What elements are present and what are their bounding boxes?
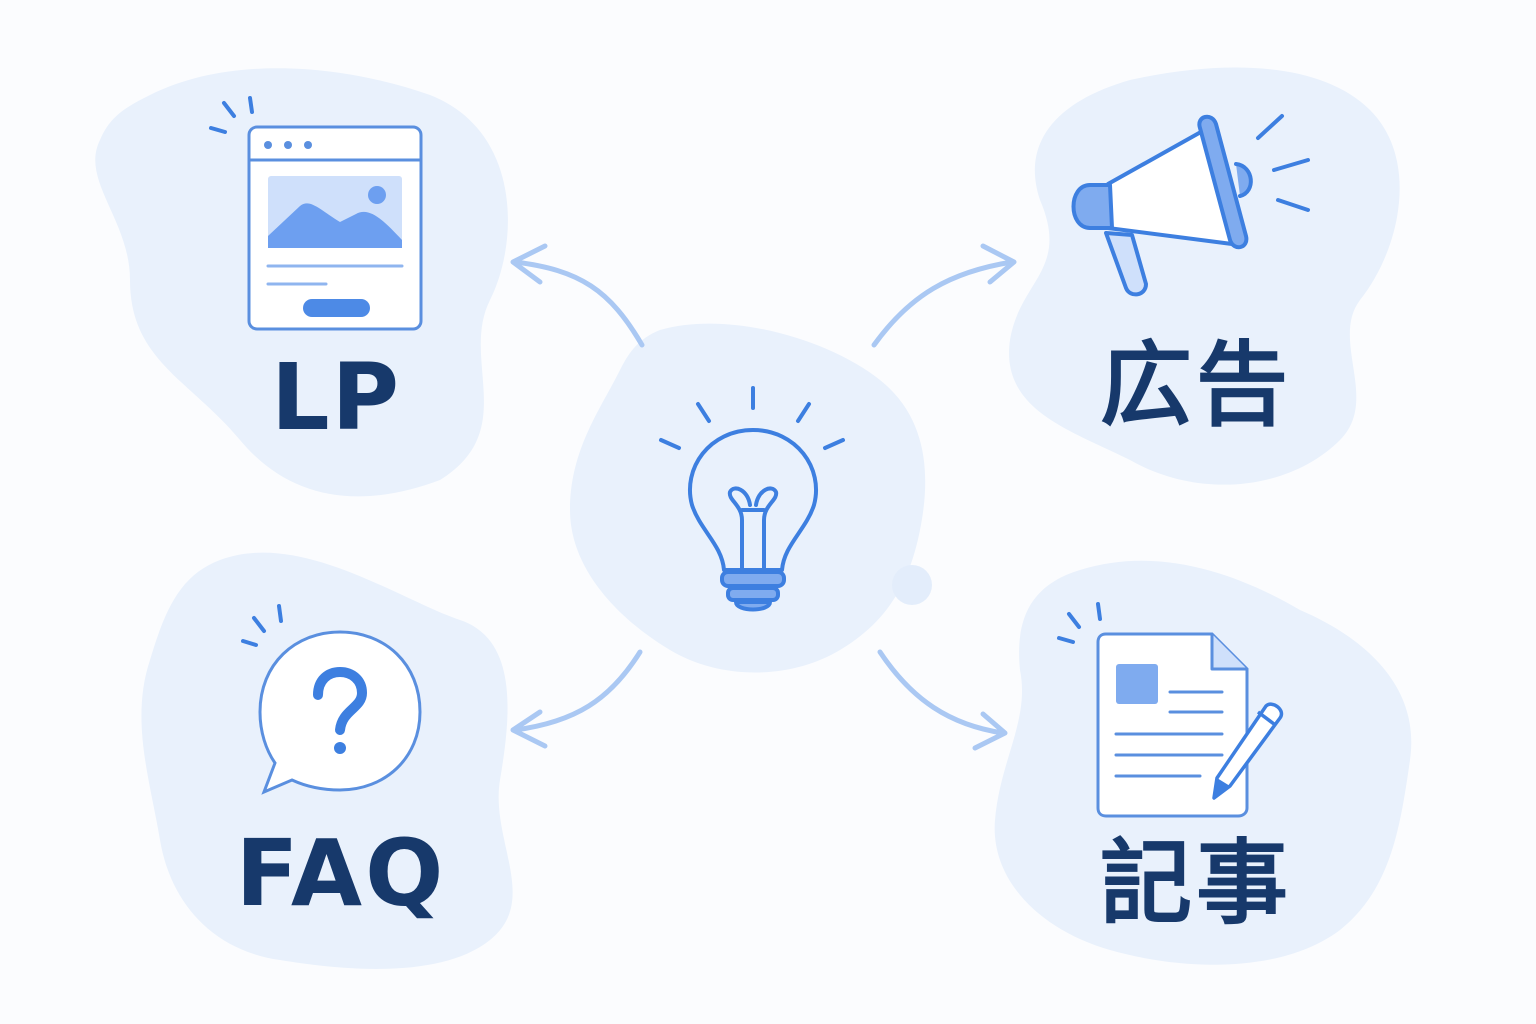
lightbulb-icon	[659, 386, 845, 612]
faq-label: FAQ	[235, 820, 447, 927]
arrow-to-faq	[512, 649, 643, 733]
landing-page-window-icon	[209, 96, 423, 331]
ad-blob	[1009, 67, 1400, 485]
lp-label: LP	[270, 344, 402, 451]
ad-label: 広告	[1099, 332, 1292, 439]
arrow-to-article	[877, 649, 1006, 736]
question-speech-bubble-icon	[241, 604, 422, 795]
decorative-dot	[892, 565, 932, 605]
article-label: 記事	[1099, 830, 1292, 937]
arrow-to-lp	[512, 259, 645, 348]
document-with-pencil-icon	[1057, 602, 1284, 818]
megaphone-icon	[1071, 114, 1310, 297]
arrow-to-faq-head	[510, 709, 548, 749]
arrow-to-ad	[871, 259, 1015, 348]
arrow-to-lp-head	[510, 243, 548, 285]
arrows	[510, 243, 1017, 751]
arrow-to-article-head	[972, 711, 1008, 751]
arrow-to-ad-head	[980, 243, 1017, 285]
